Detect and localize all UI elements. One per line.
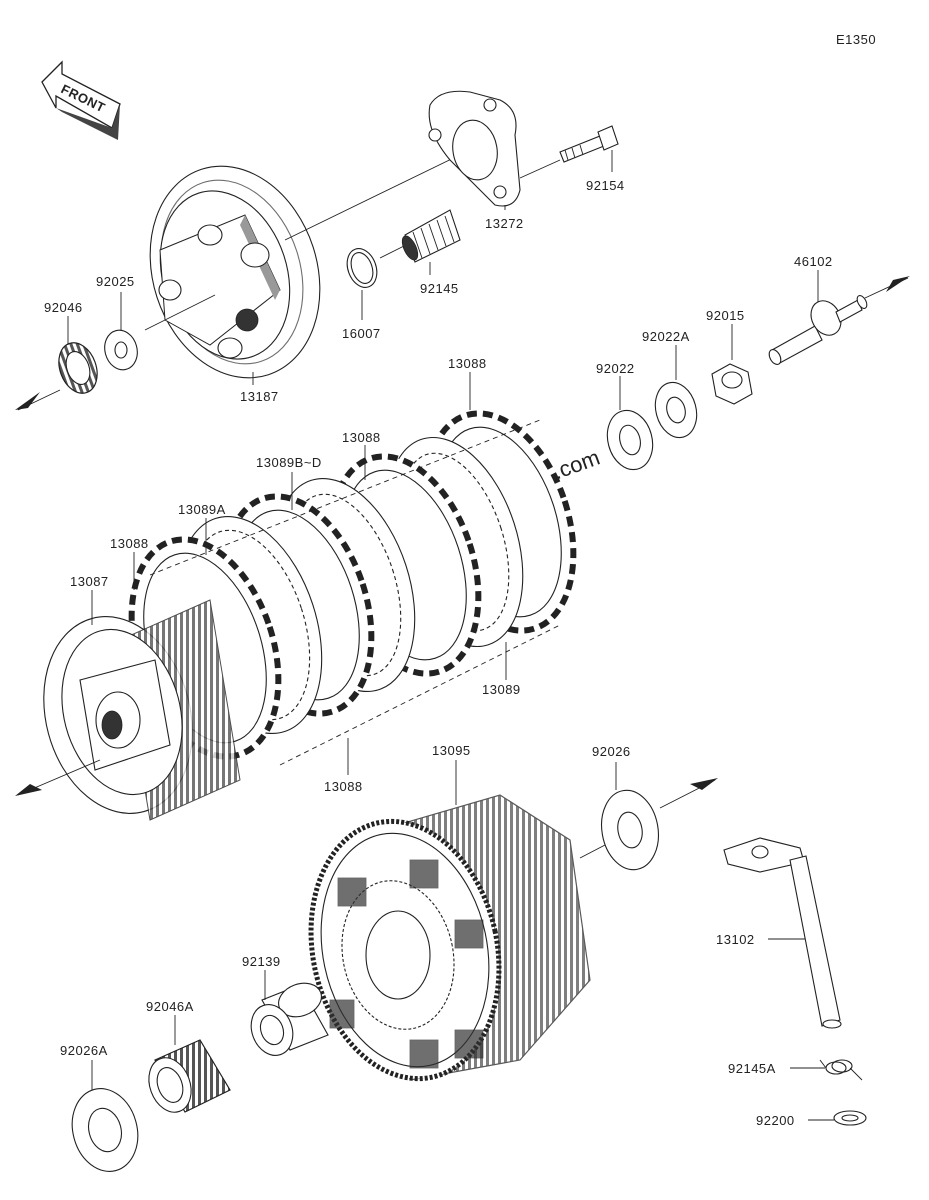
lifter-plate-13272 <box>428 90 521 207</box>
label-92139[interactable]: 92139 <box>242 954 281 969</box>
pushrod-46102 <box>768 294 868 365</box>
label-13087[interactable]: 13087 <box>70 574 109 589</box>
label-92015[interactable]: 92015 <box>706 308 745 323</box>
label-13272[interactable]: 13272 <box>485 216 524 231</box>
clutch-hub-13087 <box>43 599 241 821</box>
washer-92026 <box>601 789 659 871</box>
label-13088-second[interactable]: 13088 <box>342 430 381 445</box>
label-13089BD[interactable]: 13089B~D <box>256 455 322 470</box>
washer-92022A <box>654 381 698 439</box>
label-13088-bottom[interactable]: 13088 <box>324 779 363 794</box>
label-16007[interactable]: 16007 <box>342 326 381 341</box>
label-13089[interactable]: 13089 <box>482 682 521 697</box>
label-92145A[interactable]: 92145A <box>728 1061 776 1076</box>
label-92022A[interactable]: 92022A <box>642 329 690 344</box>
nut-92015 <box>711 363 753 405</box>
label-46102[interactable]: 46102 <box>794 254 833 269</box>
washer-92025 <box>104 329 138 371</box>
label-92154[interactable]: 92154 <box>586 178 625 193</box>
label-92026[interactable]: 92026 <box>592 744 631 759</box>
washer-92200 <box>833 1110 867 1126</box>
label-92046[interactable]: 92046 <box>44 300 83 315</box>
label-13102[interactable]: 13102 <box>716 932 755 947</box>
label-92200[interactable]: 92200 <box>756 1113 795 1128</box>
clutch-housing-13095 <box>308 794 591 1082</box>
label-92026A[interactable]: 92026A <box>60 1043 108 1058</box>
circlip-16007 <box>346 248 378 288</box>
washer-92022 <box>606 409 654 471</box>
bolt-92154 <box>559 125 619 163</box>
label-92046A[interactable]: 92046A <box>146 999 194 1014</box>
needle-bearing-92046A <box>148 1039 231 1113</box>
diagram-code: E1350 <box>836 32 876 47</box>
label-13088-third[interactable]: 13088 <box>110 536 149 551</box>
sleeve-92139 <box>250 982 329 1056</box>
label-92025[interactable]: 92025 <box>96 274 135 289</box>
release-shaft-13102 <box>723 837 842 1029</box>
pressure-plate-13187 <box>149 165 321 379</box>
label-13187[interactable]: 13187 <box>240 389 279 404</box>
label-13088-top[interactable]: 13088 <box>448 356 487 371</box>
label-13089A[interactable]: 13089A <box>178 502 226 517</box>
label-13095[interactable]: 13095 <box>432 743 471 758</box>
washer-92026A <box>71 1088 139 1172</box>
bearing-92046 <box>58 342 98 394</box>
spring-92145A <box>819 1059 863 1081</box>
label-92022[interactable]: 92022 <box>596 361 635 376</box>
spring-92145 <box>401 209 461 263</box>
label-92145[interactable]: 92145 <box>420 281 459 296</box>
front-arrow-icon: FRONT <box>41 60 121 140</box>
